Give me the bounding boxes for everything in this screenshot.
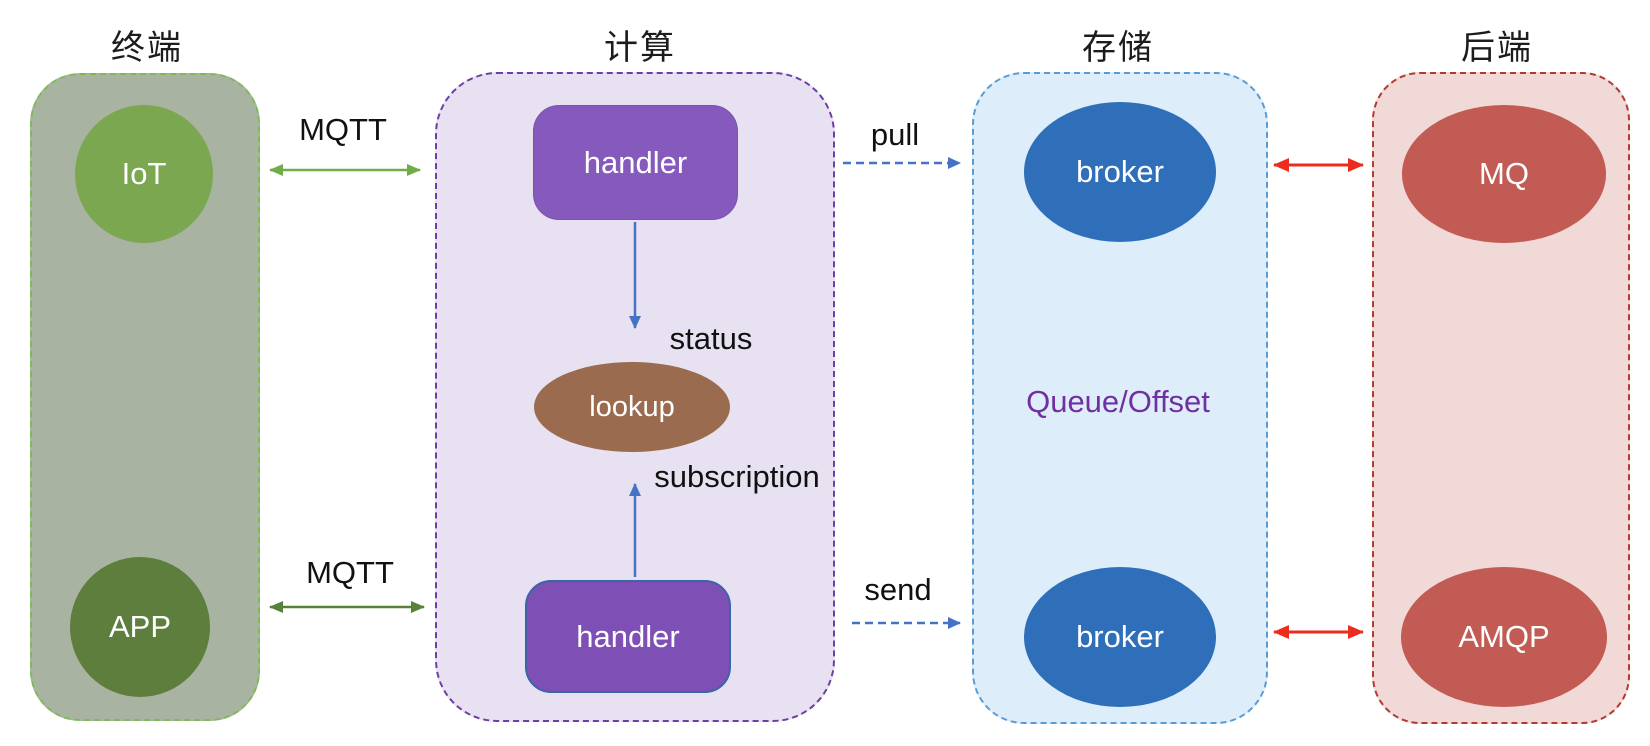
queue-offset-annotation: Queue/Offset [1026,384,1210,419]
edge-label-mqtt-bottom: MQTT [306,555,394,590]
edge-label-subscription: subscription [654,459,820,494]
node-handler-top-label: handler [583,144,688,180]
node-amqp-label: AMQP [1458,619,1550,654]
column-title-backend: 后端 [1461,29,1533,67]
node-handler-top: handler [533,105,738,220]
column-title-compute: 计算 [604,29,676,67]
edge-label-mqtt-top: MQTT [299,112,387,147]
edge-label-pull: pull [870,117,920,152]
node-broker-bottom-label: broker [1076,619,1164,654]
node-iot: IoT [75,105,213,243]
node-broker-bottom: broker [1024,567,1216,707]
node-amqp: AMQP [1401,567,1607,707]
node-app: APP [70,557,210,697]
column-title-terminal: 终端 [111,29,183,67]
node-mq: MQ [1402,105,1606,243]
column-title-storage: 存储 [1082,29,1154,67]
node-mq-label: MQ [1479,156,1529,191]
node-broker-top: broker [1024,102,1216,242]
node-handler-bottom: handler [525,580,731,693]
node-lookup: lookup [534,362,730,452]
edge-label-status: status [669,321,753,356]
node-app-label: APP [108,609,172,644]
node-broker-top-label: broker [1076,154,1164,189]
node-iot-label: IoT [121,156,167,191]
node-lookup-label: lookup [589,390,675,423]
edge-label-send: send [864,572,932,607]
node-handler-bottom-label: handler [576,618,680,654]
